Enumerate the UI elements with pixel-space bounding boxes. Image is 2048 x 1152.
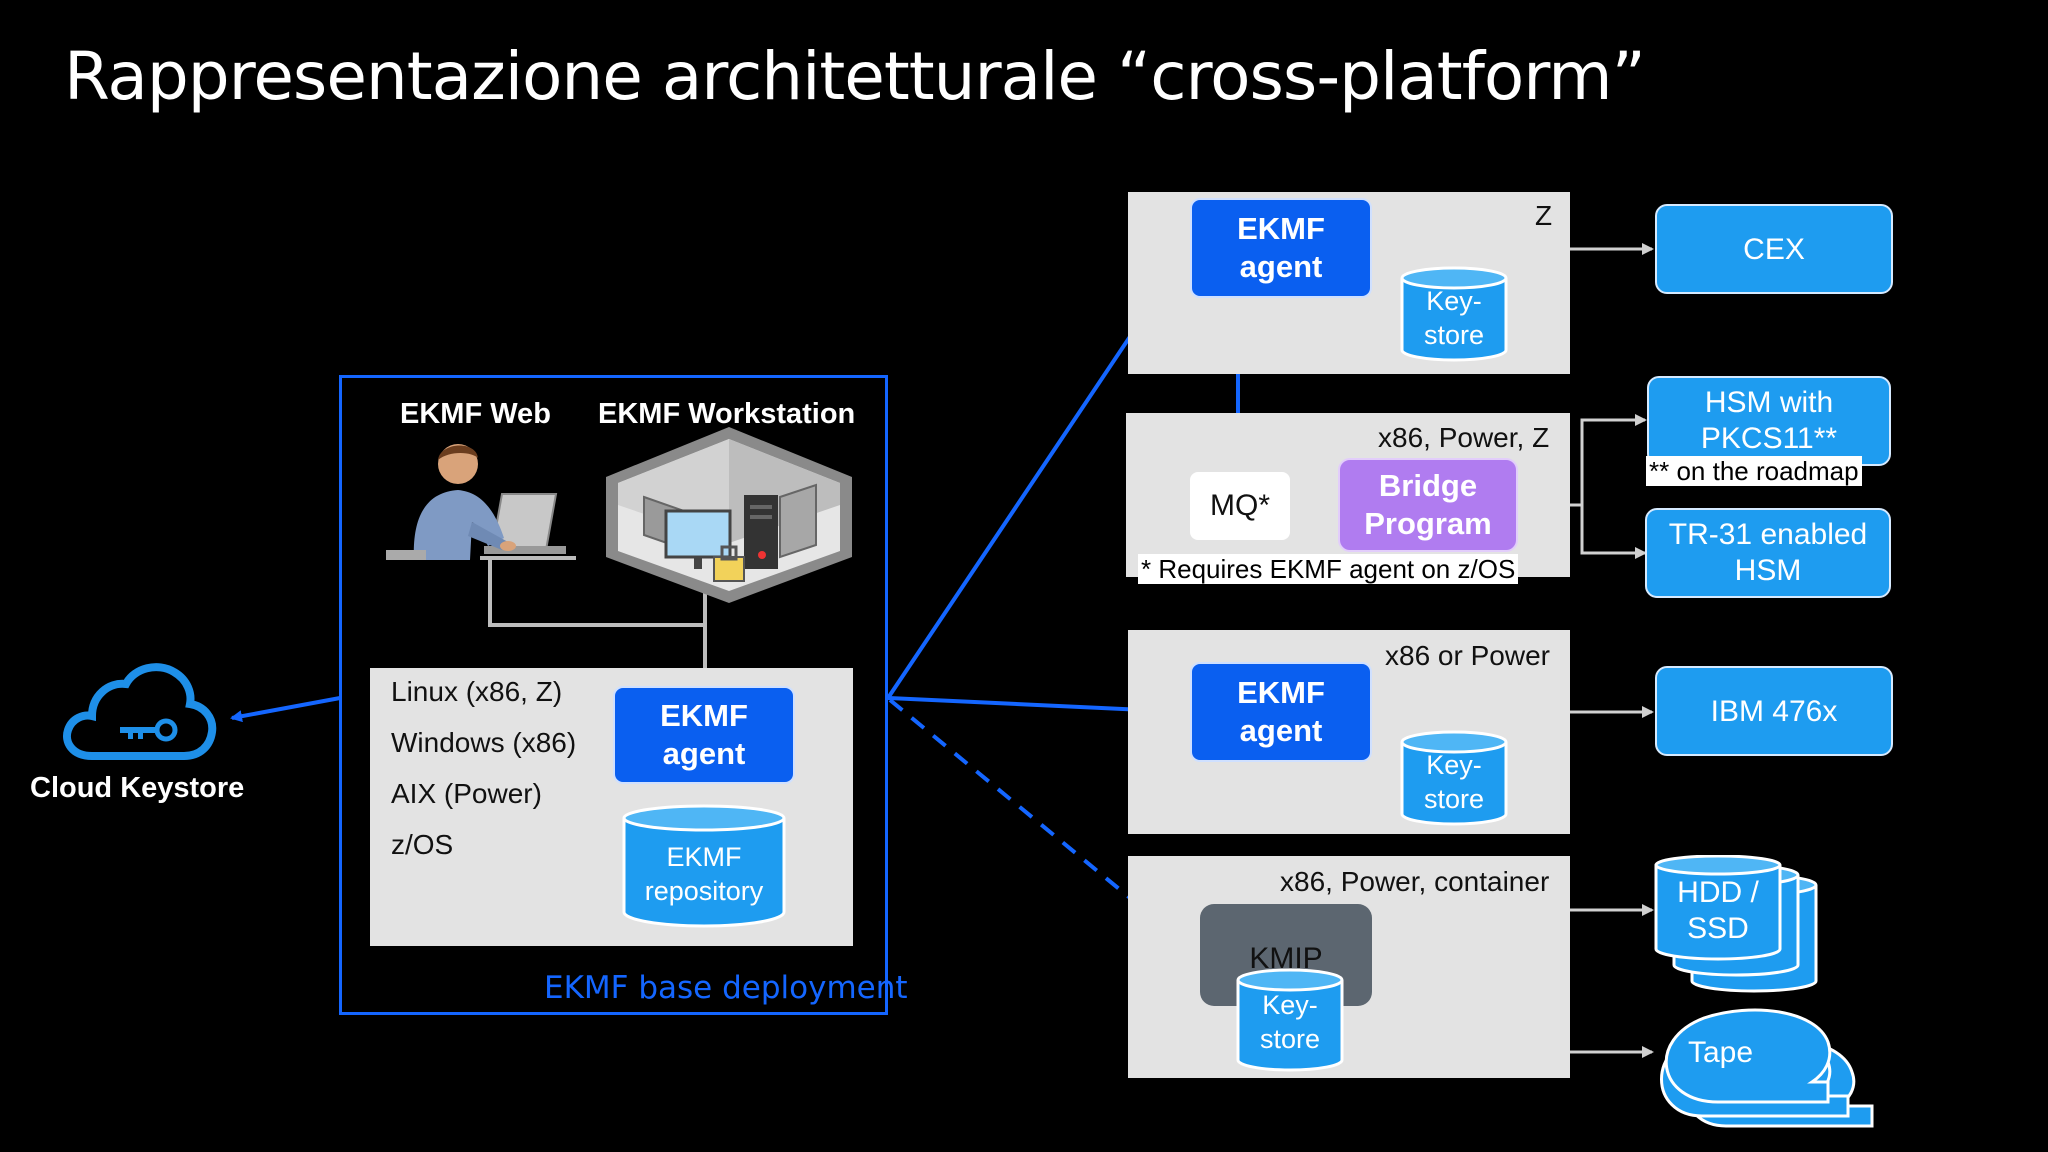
row3-keystore-cylinder: Key-store	[1400, 730, 1508, 826]
ekmf-repository-cylinder: EKMF repository	[622, 804, 786, 928]
page-title: Rappresentazione architetturale “cross-p…	[64, 38, 1646, 115]
mq-box: MQ*	[1190, 472, 1290, 540]
person-at-laptop-icon	[384, 438, 576, 560]
base-ekmf-agent-box: EKMF agent	[613, 686, 795, 784]
row1-ekmf-agent-box: EKMF agent	[1190, 198, 1372, 298]
platform-windows: Windows (x86)	[391, 727, 577, 758]
bridge-program-box: Bridge Program	[1338, 458, 1518, 552]
row3-platform-label: x86 or Power	[1385, 640, 1550, 671]
cex-box: CEX	[1655, 204, 1893, 294]
hsm-pkcs11-box: HSM with PKCS11**	[1647, 376, 1891, 466]
row4-keystore-cylinder: Key-store	[1236, 968, 1344, 1072]
tape-label: Tape	[1688, 1036, 1754, 1069]
row3-ekmf-agent-box: EKMF agent	[1190, 662, 1372, 762]
platform-aix: AIX (Power)	[391, 778, 542, 809]
tape-stack: Tape	[1652, 1002, 1882, 1130]
workstation-room-icon	[604, 425, 854, 605]
row2-platform-label: x86, Power, Z	[1378, 422, 1550, 453]
ekmf-repository-label: EKMF repository	[644, 842, 764, 906]
cloud-keystore-icon	[62, 660, 218, 764]
row4-platform-label: x86, Power, container	[1280, 866, 1550, 897]
ekmf-workstation-label: EKMF Workstation	[598, 398, 856, 430]
hdd-ssd-label: HDD / SSD	[1677, 876, 1759, 945]
cloud-keystore-label: Cloud Keystore	[30, 772, 245, 804]
row1-keystore-cylinder: Key-store	[1400, 266, 1508, 362]
platform-zos: z/OS	[391, 829, 454, 860]
tr31-hsm-box: TR-31 enabled HSM	[1645, 508, 1891, 598]
row3-keystore-label: Key-store	[1423, 750, 1485, 814]
ibm-476x-box: IBM 476x	[1655, 666, 1893, 756]
requires-agent-note: * Requires EKMF agent on z/OS	[1138, 554, 1519, 584]
roadmap-note: ** on the roadmap	[1646, 456, 1862, 486]
row1-keystore-label: Key-store	[1423, 286, 1485, 350]
base-deployment-label: EKMF base deployment	[544, 970, 908, 1006]
hdd-ssd-stack: HDD / SSD	[1652, 855, 1822, 995]
ekmf-web-label: EKMF Web	[400, 398, 551, 430]
row4-keystore-label: Key-store	[1259, 990, 1321, 1054]
platform-linux: Linux (x86, Z)	[391, 676, 563, 707]
row1-platform-label: Z	[1535, 200, 1553, 231]
base-deployment-frame	[339, 375, 888, 1015]
